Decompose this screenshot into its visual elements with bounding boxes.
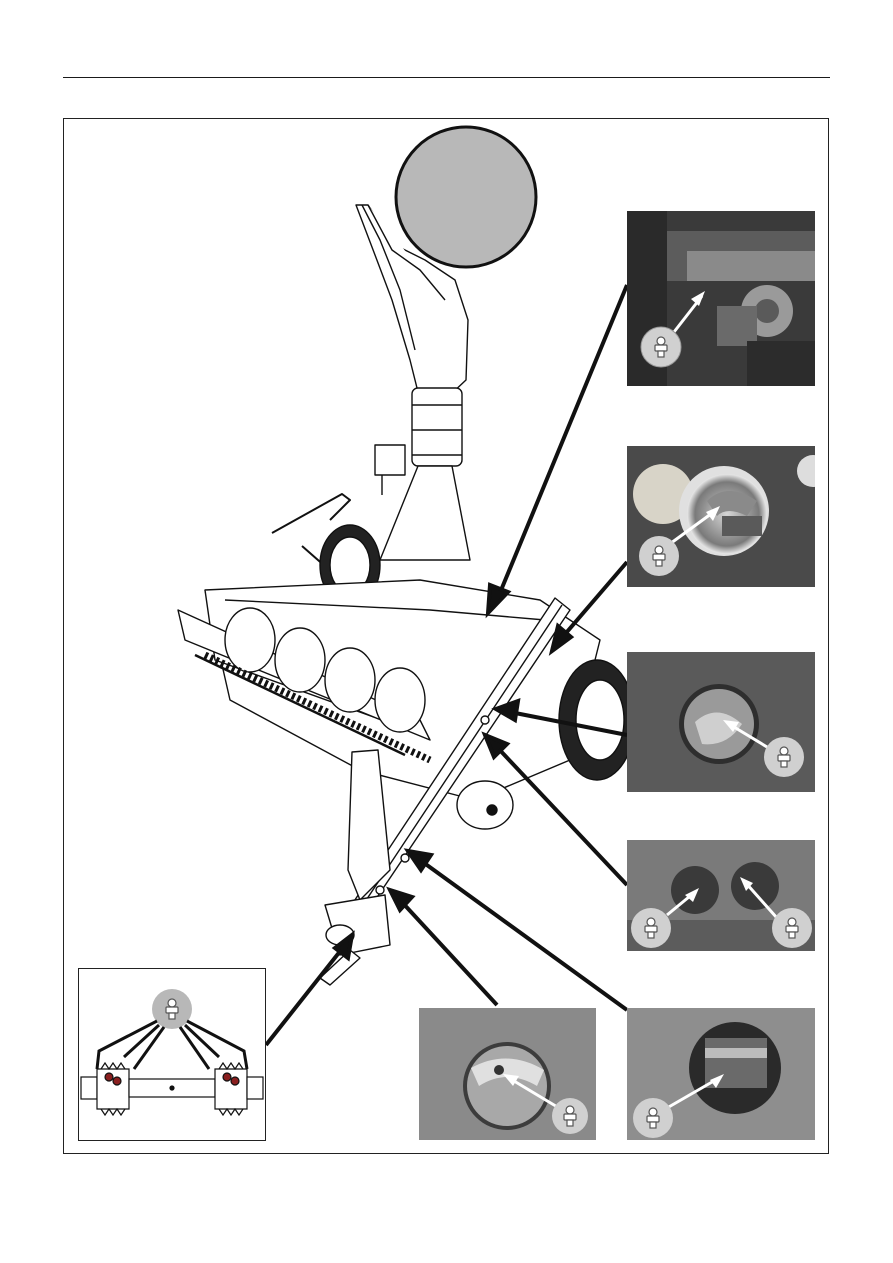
photo-belt-shaft-hole	[627, 1008, 815, 1140]
photo-lower-bearing-hole	[419, 1008, 596, 1140]
callout-circle	[396, 127, 536, 267]
inset-pto-shaft	[78, 968, 266, 1141]
pto-shaft-drawing	[81, 1063, 263, 1115]
photo-fan-bearing-hole	[627, 652, 815, 792]
photo-drive-shaft	[627, 211, 815, 386]
photo-rotor-access-hole	[627, 446, 815, 587]
forage-harvester-drawing	[178, 205, 635, 985]
photo-double-holes	[627, 840, 815, 951]
